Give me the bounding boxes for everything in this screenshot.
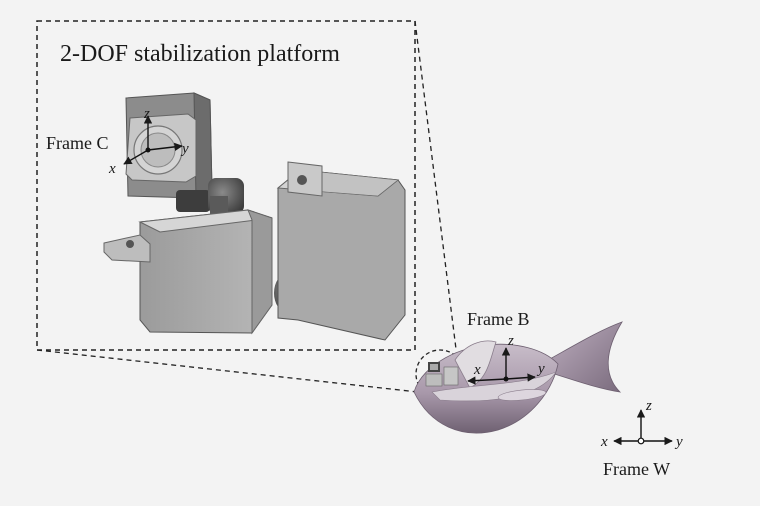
frame-b-label: Frame B (467, 309, 530, 329)
frame-w-z-label: z (645, 398, 652, 414)
inset-frame (36, 20, 416, 351)
frame-b-z-label: z (507, 333, 514, 349)
servo-right (277, 169, 406, 341)
frame-w-axes: z y x (600, 398, 683, 450)
frame-b-axes: z y x (467, 333, 545, 385)
fish-tail (547, 321, 623, 393)
frame-w-y-label: y (674, 434, 683, 450)
frame-c-x-label: x (108, 161, 116, 177)
frame-w-x-label: x (600, 434, 608, 450)
frame-c-z-label: z (143, 106, 150, 122)
frame-c-axes: z y x (108, 106, 189, 177)
frame-c-label: Frame C (46, 133, 109, 153)
robotic-fish: z y x (413, 321, 623, 434)
frame-b-y-label: y (536, 361, 545, 377)
zoom-line-bottom (36, 349, 419, 393)
frame-b-x-label: x (473, 362, 481, 378)
frame-c-y-label: y (180, 141, 189, 157)
stabilization-platform-model: z y x (103, 92, 406, 341)
fish-pectoral-fin (497, 389, 547, 401)
frame-w-label: Frame W (603, 459, 670, 479)
inset-title: 2-DOF stabilization platform (60, 41, 340, 67)
zoom-line-top (414, 20, 457, 350)
